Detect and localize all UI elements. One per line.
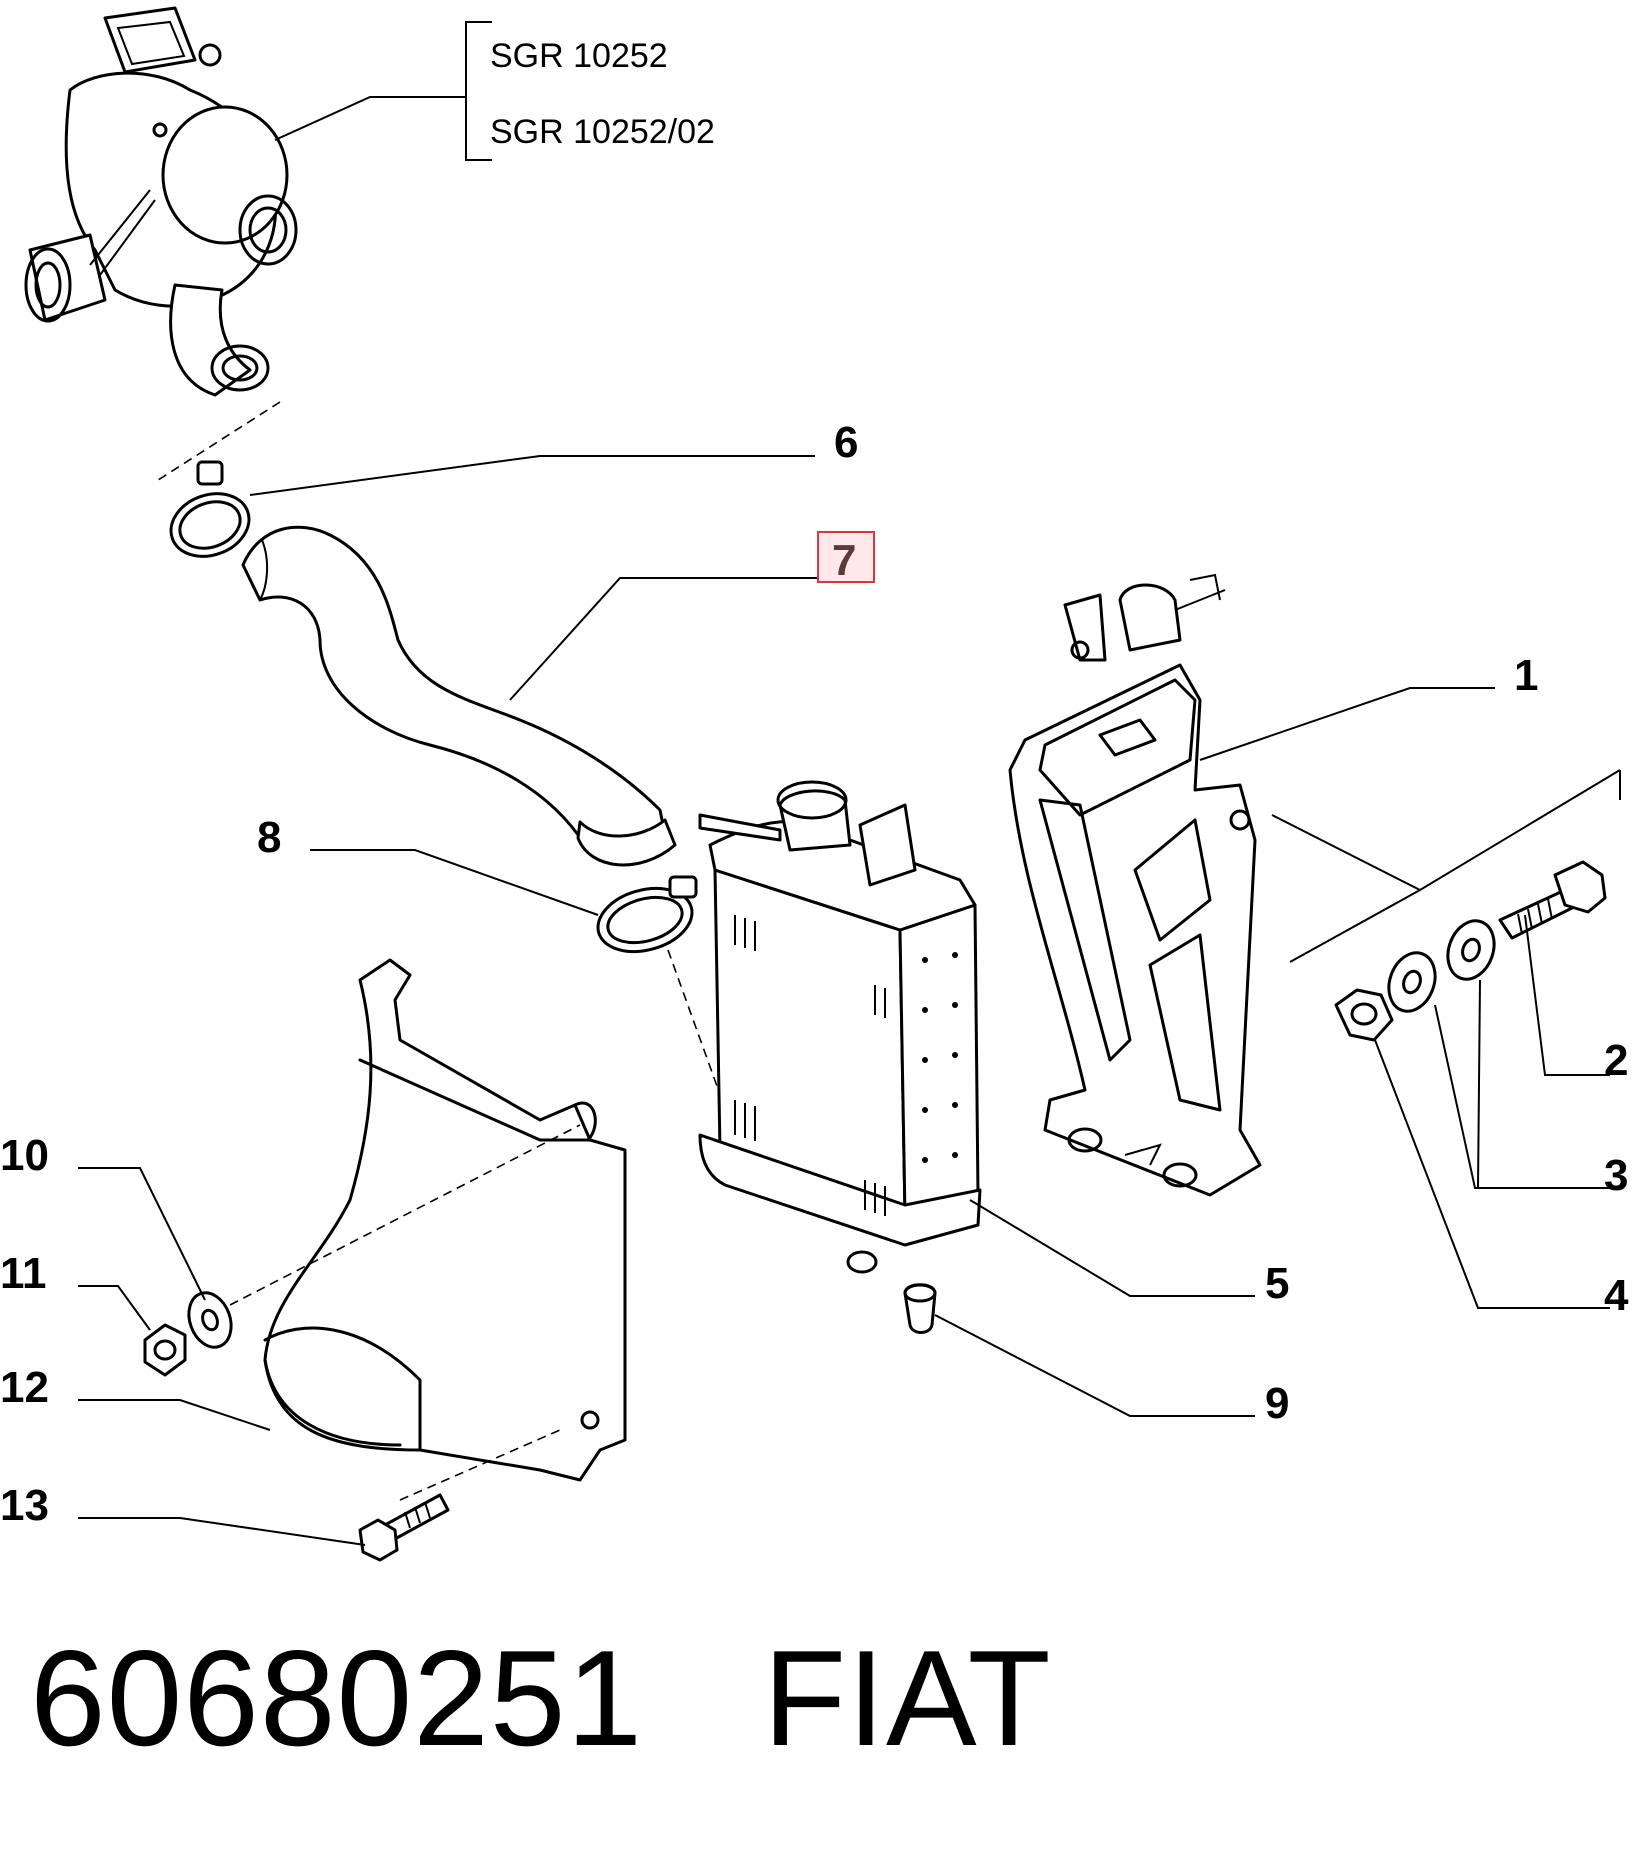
callout-4: 4 (1604, 1271, 1629, 1320)
nut-11-drawing (143, 1323, 187, 1377)
turbocharger-drawing (24, 6, 298, 397)
callout-12: 12 (0, 1363, 49, 1412)
plug-9-drawing (903, 1283, 937, 1334)
mounting-bracket-1-drawing (1008, 573, 1262, 1197)
callout-10: 10 (0, 1131, 49, 1180)
washer-3b-drawing (1387, 951, 1437, 1013)
callout-3: 3 (1604, 1151, 1628, 1200)
bolt-2-drawing (1498, 860, 1607, 940)
callout-11: 11 (0, 1249, 47, 1298)
footer-caption: 60680251 FIAT (30, 1620, 1052, 1776)
reference-bracket (274, 21, 492, 161)
callout-5: 5 (1265, 1259, 1289, 1308)
bolt-13-drawing (358, 1493, 450, 1562)
callout-9: 9 (1265, 1379, 1289, 1428)
callout-6: 6 (834, 418, 858, 467)
callout-2: 2 (1604, 1036, 1628, 1085)
brand-name: FIAT (763, 1622, 1052, 1774)
callout-8: 8 (257, 813, 281, 862)
intercooler-hose-7-drawing (241, 525, 677, 867)
part-number: 60680251 (30, 1622, 644, 1774)
reference-code-1: SGR 10252 (490, 37, 668, 75)
nut-4-drawing (1334, 988, 1394, 1042)
intercooler-5-drawing (698, 780, 982, 1274)
washer-3a-drawing (1446, 919, 1496, 981)
leader-lines (78, 455, 1621, 1546)
hose-clamp-6-drawing (169, 460, 251, 558)
callout-7: 7 (832, 536, 856, 585)
air-duct-12-drawing (263, 958, 627, 1482)
highlighted-callout-box (817, 531, 875, 583)
callout-13: 13 (0, 1481, 49, 1530)
callout-1: 1 (1514, 651, 1538, 700)
reference-code-2: SGR 10252/02 (490, 113, 715, 151)
washer-10-drawing (187, 1291, 233, 1349)
hose-clamp-8-drawing (596, 875, 698, 954)
